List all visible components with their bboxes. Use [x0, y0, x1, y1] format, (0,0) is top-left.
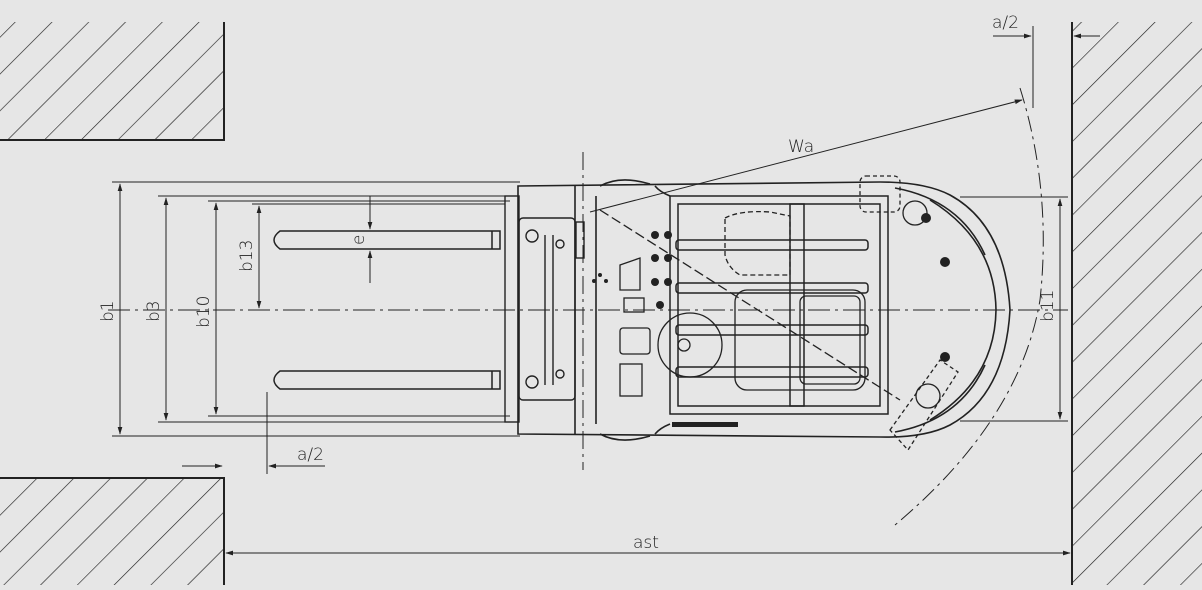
label-e: e	[349, 235, 369, 245]
wall-right	[1071, 22, 1202, 585]
wall-bottom-left	[0, 477, 225, 585]
wa-radius-line	[589, 99, 1023, 213]
control-dots	[592, 213, 950, 362]
rear-axle	[599, 175, 959, 452]
dim-b11	[960, 196, 1068, 422]
dim-b13	[252, 203, 505, 309]
overhead-guard	[669, 195, 889, 415]
wall-top-left	[0, 22, 225, 141]
label-b3: b3	[144, 300, 164, 322]
turning-radius-arc	[894, 87, 1044, 526]
dim-a2-bottom	[182, 392, 325, 474]
label-b10: b10	[194, 296, 214, 328]
label-b11: b11	[1038, 290, 1058, 322]
label-b13: b13	[237, 240, 257, 272]
label-wa: Wa	[788, 137, 814, 157]
fork-bottom	[273, 370, 501, 390]
mast	[504, 195, 585, 423]
dim-b3	[158, 195, 508, 423]
tread-bottom	[672, 422, 738, 427]
dim-b1	[112, 181, 520, 437]
dim-a2-top	[993, 26, 1100, 108]
fork-top	[273, 230, 501, 250]
truck-body	[517, 179, 1011, 441]
label-ast: ast	[633, 533, 659, 553]
operator-compartment	[619, 210, 866, 397]
label-a2-top: a/2	[992, 13, 1019, 33]
dim-b10	[208, 200, 510, 417]
label-a2-bottom: a/2	[297, 445, 324, 465]
label-b1: b1	[98, 300, 118, 322]
